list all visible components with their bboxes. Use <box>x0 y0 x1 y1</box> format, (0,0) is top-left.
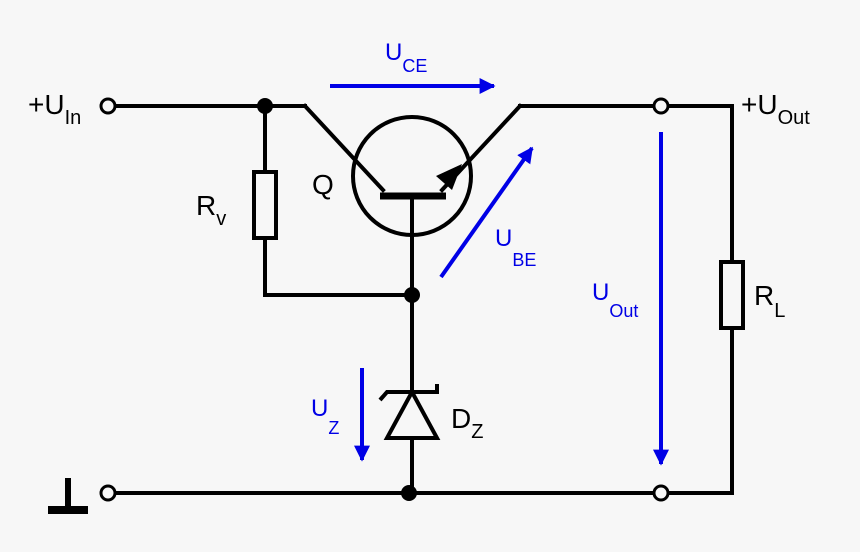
transistor-body <box>351 115 473 237</box>
junction-dot-icon <box>404 287 420 303</box>
resistor-rl <box>719 260 745 330</box>
terminal-ground-left-icon <box>99 484 117 502</box>
rv-label: Rv <box>196 190 226 230</box>
zener-triangle <box>383 387 441 440</box>
resistor-rv <box>252 170 278 240</box>
terminal-ground-right-icon <box>652 484 670 502</box>
voltage-arrows <box>330 78 669 466</box>
dz-label: DZ <box>451 403 483 443</box>
input-voltage-label: +UIn <box>28 89 81 129</box>
uz-label: UZ <box>311 395 339 438</box>
wires <box>114 103 734 495</box>
uout-label: UOut <box>592 279 638 321</box>
junction-dot-icon <box>257 98 273 114</box>
transistor-q <box>351 115 473 237</box>
output-voltage-label: +UOut <box>741 89 810 129</box>
transistor-label: Q <box>312 169 334 200</box>
ube-label: UBE <box>495 225 536 270</box>
ube-arrow-icon <box>439 146 534 279</box>
ground-icon <box>48 478 88 514</box>
zener-cathode-bar <box>378 384 439 402</box>
junction-dot-icon <box>401 485 417 501</box>
wire-collector <box>302 103 386 193</box>
emitter-arrow-icon <box>436 164 462 190</box>
rl-label: RL <box>754 280 785 322</box>
zener-diode <box>378 384 441 440</box>
terminal-input-icon <box>99 97 117 115</box>
terminal-output-icon <box>652 97 670 115</box>
uce-label: UCE <box>385 39 427 76</box>
